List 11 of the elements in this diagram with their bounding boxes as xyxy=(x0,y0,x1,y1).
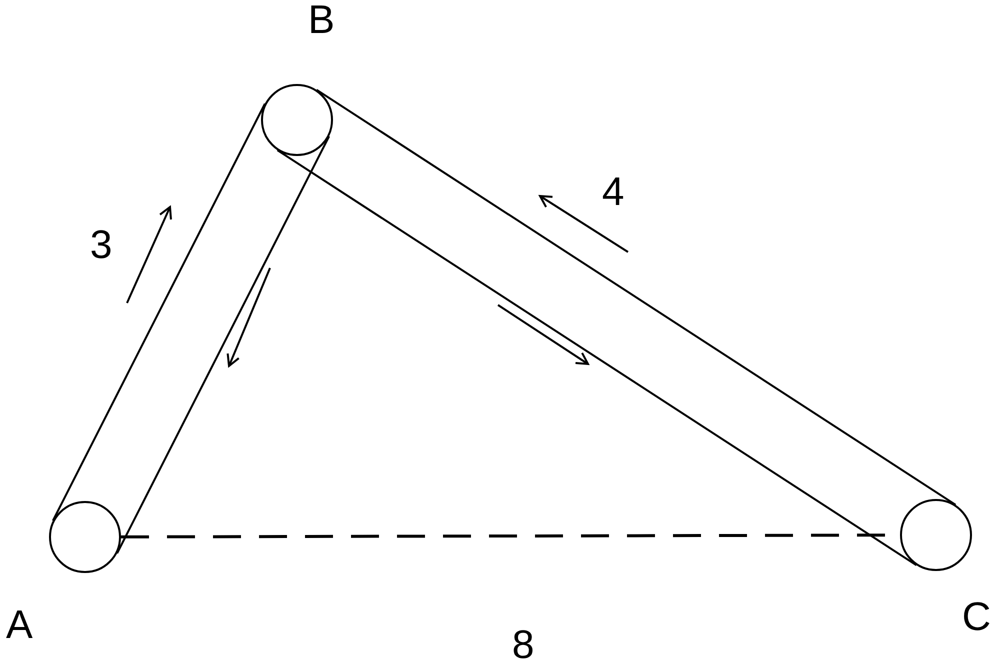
point-label: A xyxy=(6,605,33,645)
edge-label: 4 xyxy=(602,172,624,212)
joint-circle xyxy=(260,83,334,157)
edge-label: 8 xyxy=(512,625,534,661)
point-label: C xyxy=(962,597,991,637)
rod xyxy=(276,88,957,566)
point-label: B xyxy=(308,0,335,40)
joint-circle xyxy=(48,500,122,574)
joint-circle xyxy=(899,498,973,572)
edge-label: 3 xyxy=(90,225,112,265)
rod xyxy=(52,102,330,554)
